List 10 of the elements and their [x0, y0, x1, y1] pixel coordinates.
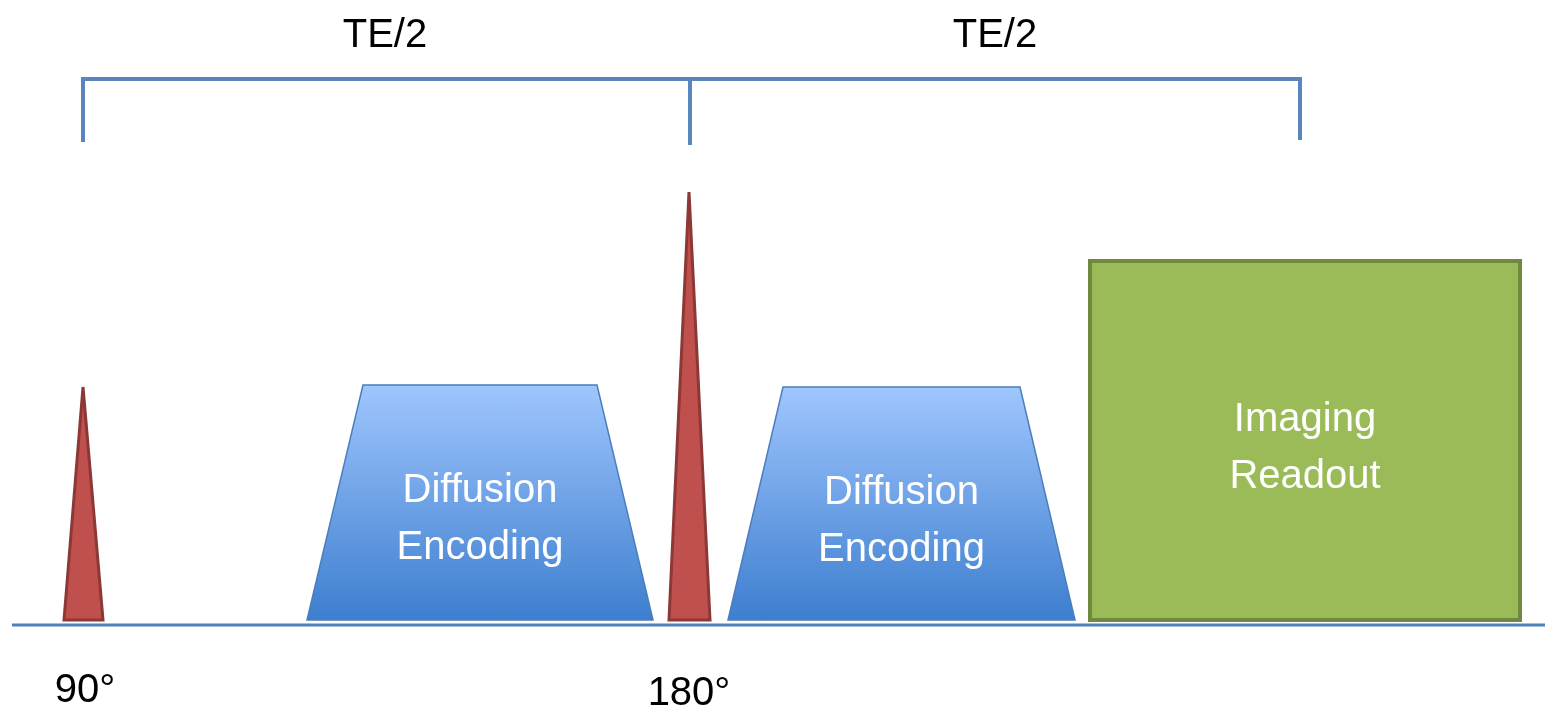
pulse-angle-label: 90°: [54, 665, 116, 711]
block-label: Diffusion Encoding: [817, 467, 986, 571]
pulse-angle-label: 180°: [647, 668, 731, 712]
block-label: Imaging Readout: [1228, 394, 1382, 498]
block-label: Diffusion Encoding: [395, 465, 565, 569]
gradient-trapezoid: [307, 385, 653, 620]
gradient-trapezoid: [728, 387, 1075, 620]
readout-block: [1090, 261, 1520, 620]
interval-label: TE/2: [952, 10, 1038, 56]
interval-label: TE/2: [342, 10, 428, 56]
